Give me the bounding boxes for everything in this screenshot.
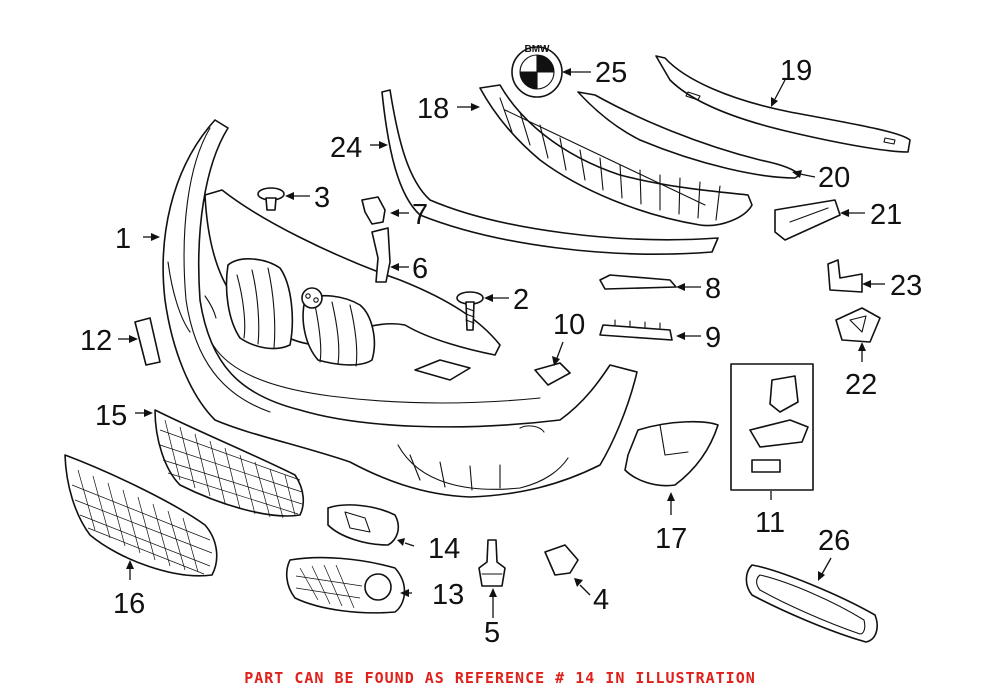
callout-14: 14 — [428, 533, 460, 565]
small-bracket-part-7 — [361, 196, 386, 225]
callout-1: 1 — [115, 223, 131, 255]
callout-10: 10 — [553, 309, 585, 341]
vertical-bracket-part-6 — [371, 227, 391, 283]
upper-support-strip-part — [577, 91, 801, 179]
callout-19: 19 — [780, 55, 812, 87]
retainer-clip-part-4 — [544, 544, 579, 576]
clip-part — [257, 187, 285, 211]
callout-17: 17 — [655, 523, 687, 555]
clip-housing-part-22 — [835, 307, 881, 343]
fog-light-bracket-part — [327, 504, 400, 546]
cover-cap-part-10 — [534, 362, 571, 386]
callout-4: 4 — [593, 584, 609, 616]
air-duct-part — [624, 420, 719, 487]
callout-15: 15 — [95, 400, 127, 432]
callout-13: 13 — [432, 579, 464, 611]
emblem-lettering: BMW — [525, 44, 551, 55]
callout-9: 9 — [705, 322, 721, 354]
callout-7: 7 — [412, 199, 428, 231]
side-marker-plate-part-12 — [134, 317, 161, 366]
lower-center-grille-part — [154, 409, 305, 519]
lower-grille-with-surround-part — [64, 454, 218, 577]
reference-note: PART CAN BE FOUND AS REFERENCE # 14 IN I… — [244, 669, 756, 687]
callout-18: 18 — [417, 93, 449, 125]
callout-24: 24 — [330, 132, 362, 164]
bmw-emblem-part: BMW — [511, 44, 563, 98]
callout-11: 11 — [755, 507, 785, 539]
callout-2: 2 — [513, 284, 529, 316]
upper-grille-carrier-part — [204, 189, 501, 381]
callout-8: 8 — [705, 273, 721, 305]
callout-labels: 1 2 3 4 5 6 7 8 9 10 11 12 13 14 15 16 1… — [80, 55, 922, 649]
callout-21: 21 — [870, 199, 902, 231]
callout-16: 16 — [113, 588, 145, 620]
angle-bracket-part-23 — [827, 259, 863, 293]
bumper-cover-part — [162, 119, 638, 498]
callout-23: 23 — [890, 270, 922, 302]
impact-absorber-part — [479, 84, 753, 227]
reinforcement-bar-part — [655, 55, 911, 153]
callout-12: 12 — [80, 325, 112, 357]
callout-26: 26 — [818, 525, 850, 557]
grille-trim-strip-part — [381, 89, 719, 255]
screw-part — [456, 291, 484, 331]
callout-25: 25 — [595, 57, 627, 89]
mounting-kit-box — [730, 363, 814, 491]
callout-20: 20 — [818, 162, 850, 194]
fog-light-trim-part — [285, 556, 406, 614]
push-pin-part — [478, 539, 506, 587]
callout-6: 6 — [412, 253, 428, 285]
callout-5: 5 — [484, 617, 500, 649]
callout-22: 22 — [845, 369, 877, 401]
trim-bracket-part-8 — [599, 274, 677, 290]
mounting-bracket-part-21 — [774, 199, 841, 241]
bracket-frame-part-26 — [745, 564, 878, 643]
callout-3: 3 — [314, 182, 330, 214]
trim-bracket-part-9 — [599, 319, 673, 341]
callout-leader-lines — [118, 68, 885, 618]
